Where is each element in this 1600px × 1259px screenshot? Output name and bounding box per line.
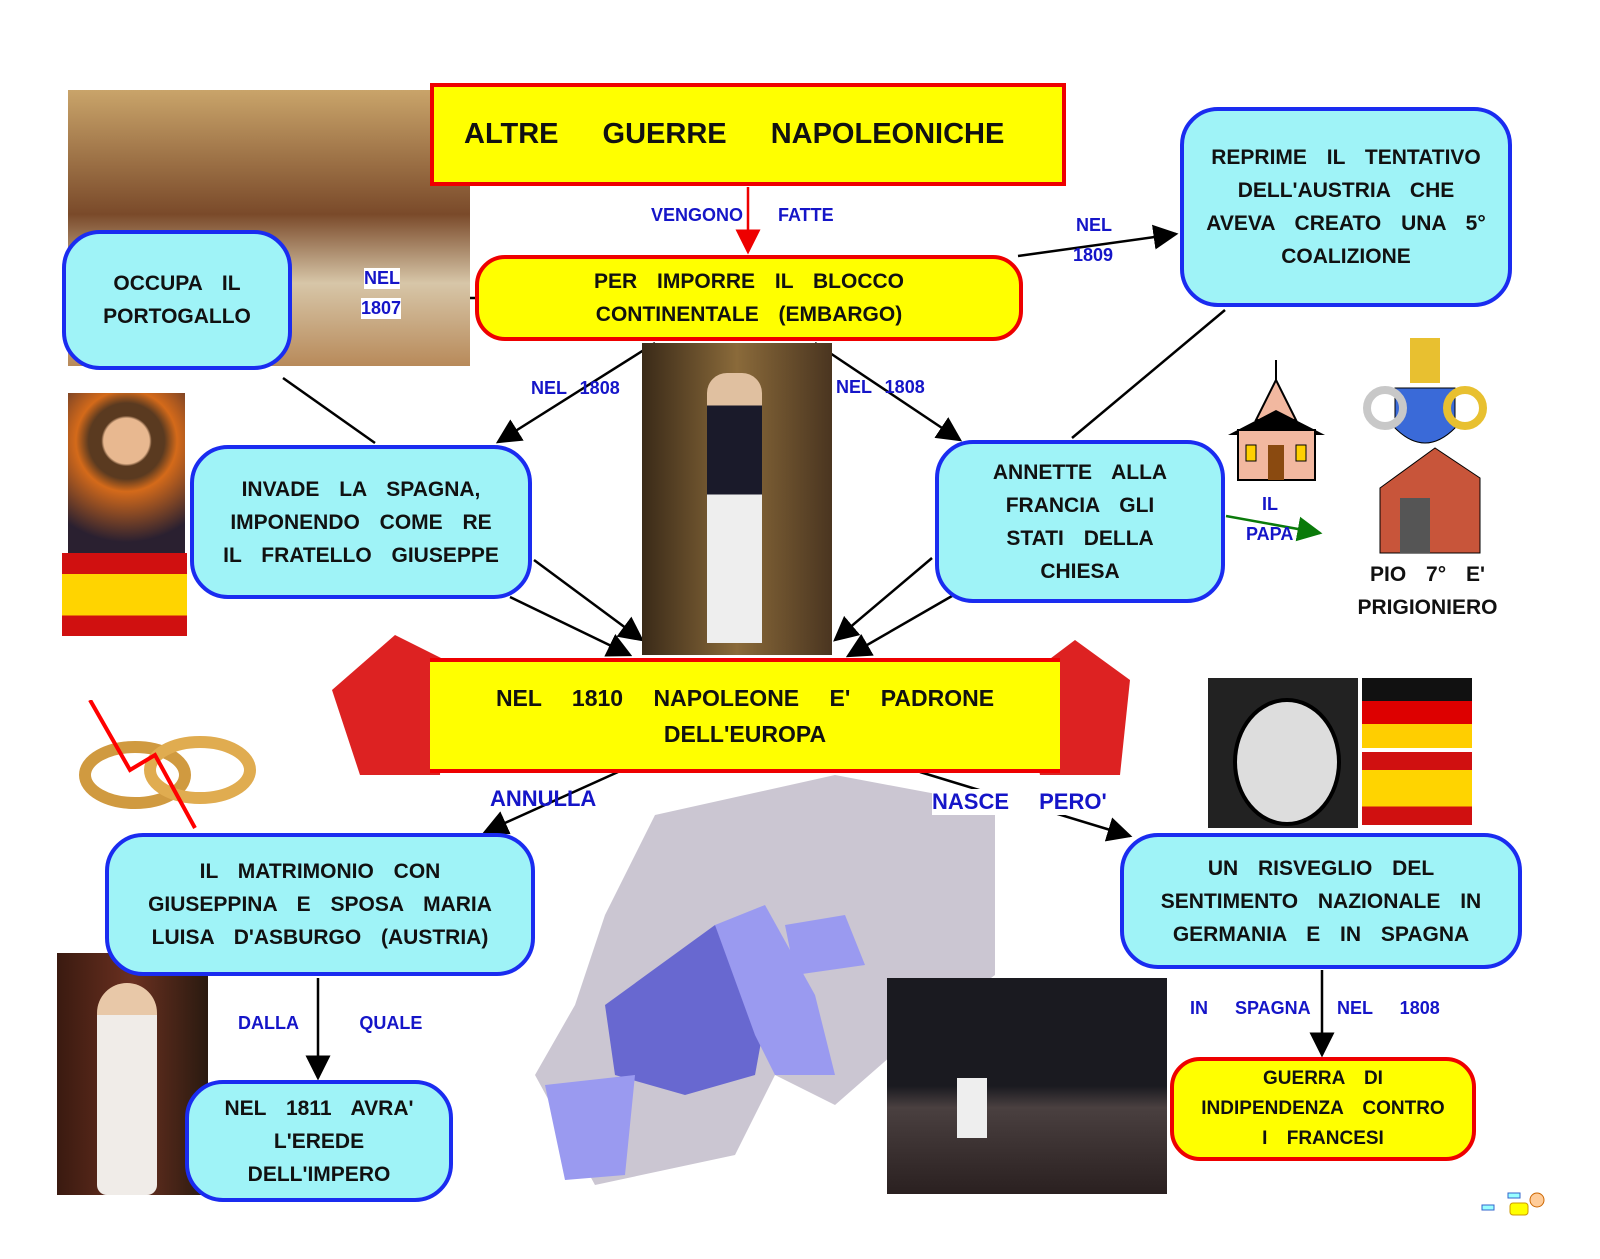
node-matrimonio: IL MATRIMONIO CON GIUSEPPINA E SPOSA MAR… [105,833,535,976]
arrow-spagna-padrone2 [509,595,633,657]
label-annulla: ANNULLA [490,786,597,811]
node-risveglio-text: UN RISVEGLIO DEL SENTIMENTO NAZIONALE IN… [1160,856,1482,946]
node-padrone-text: NEL 1810 NAPOLEONE E' PADRONE DELL'EUROP… [495,684,995,747]
spain-flag-2 [1362,752,1472,825]
node-spagna-text: INVADE LA SPAGNA, IMPONENDO COME RE IL F… [223,477,499,567]
label-nasce: NASCE PERO' [932,789,1107,815]
label-nel1808-left: NEL 1808 [531,378,620,398]
node-risveglio: UN RISVEGLIO DEL SENTIMENTO NAZIONALE IN… [1120,833,1522,969]
title-box: ALTRE GUERRE NAPOLEONICHE [430,83,1066,186]
node-austria-text: REPRIME IL TENTATIVO DELL'AUSTRIA CHE AV… [1206,146,1486,268]
arrow-spagna [495,341,656,444]
node-erede: NEL 1811 AVRA' L'EREDE DELL'IMPERO [185,1080,453,1202]
label-il: IL [1262,494,1278,514]
line-portogallo [282,376,376,445]
label-nel1809b: 1809 [1073,245,1114,265]
label-nel1808-right: NEL 1808 [836,377,925,397]
node-chiesa: ANNETTE ALLA FRANCIA GLI STATI DELLA CHI… [935,440,1225,603]
node-padrone: NEL 1810 NAPOLEONE E' PADRONE DELL'EUROP… [430,658,1060,773]
node-portogallo: OCCUPA IL PORTOGALLO [62,230,292,370]
label-vengono: VENGONO FATTE [651,205,834,225]
arrow-spagna-padrone1 [533,558,645,642]
node-spagna: INVADE LA SPAGNA, IMPONENDO COME RE IL F… [190,445,532,599]
arrow-chiesa-padrone1 [833,557,933,642]
maria-luisa-portrait [57,953,208,1195]
node-pio: PIO 7° E' PRIGIONIERO [1340,558,1515,624]
label-nel1807a: NEL [364,268,400,289]
grumpy-dwarf [1208,678,1358,828]
node-chiesa-text: ANNETTE ALLA FRANCIA GLI STATI DELLA CHI… [992,460,1168,583]
node-matrimonio-text: IL MATRIMONIO CON GIUSEPPINA E SPOSA MAR… [148,860,492,949]
node-austria: REPRIME IL TENTATIVO DELL'AUSTRIA CHE AV… [1180,107,1512,307]
node-pio-text: PIO 7° E' PRIGIONIERO [1357,563,1498,619]
node-erede-text: NEL 1811 AVRA' L'EREDE DELL'IMPERO [224,1096,414,1186]
arrow-chiesa [814,341,963,442]
title-text: ALTRE GUERRE NAPOLEONICHE [464,118,1005,150]
line-austria [1071,309,1226,439]
goya-painting [887,978,1167,1194]
node-guerra-text: GUERRA DI INDIPENDENZA CONTRO I FRANCESI [1201,1068,1445,1149]
church-icon [1228,360,1325,485]
label-nel1809a: NEL [1076,215,1112,235]
label-dalla: DALLA QUALE [238,1013,423,1033]
label-inspagna: IN SPAGNA NEL 1808 [1190,998,1440,1018]
europe-map [535,775,995,1185]
label-nel1807b: 1807 [361,298,402,319]
arrow-austria [1017,224,1179,258]
arrow-chiesa-padrone2 [845,594,953,658]
wedding-rings [75,700,260,830]
arrow-papa [1225,514,1323,542]
node-portogallo-text: OCCUPA IL PORTOGALLO [103,272,251,328]
papal-arms-prison-icon [1355,328,1495,556]
germany-flag [1362,678,1472,748]
node-guerra: GUERRA DI INDIPENDENZA CONTRO I FRANCESI [1170,1057,1476,1161]
arrow-annulla [482,770,619,835]
giuseppe-portrait [68,393,185,553]
label-papa: PAPA [1246,524,1294,544]
node-blocco-text: PER IMPORRE IL BLOCCO CONTINENTALE (EMBA… [594,270,904,326]
napoleon-portrait [642,343,832,655]
mappe-logo [1480,1185,1550,1225]
spain-flag [62,553,187,636]
node-blocco: PER IMPORRE IL BLOCCO CONTINENTALE (EMBA… [475,255,1023,341]
